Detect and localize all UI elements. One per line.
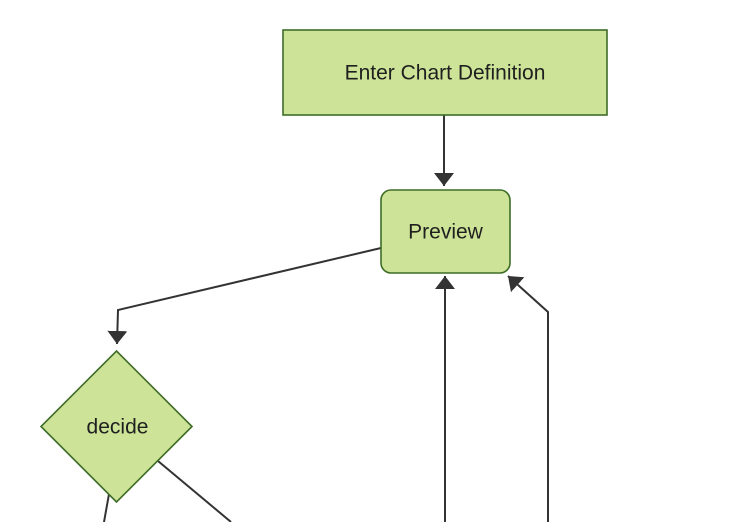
preview-label: Preview <box>408 221 484 244</box>
node-decide: decide <box>39 349 194 504</box>
edge-decide-to-offscreen-left <box>103 493 110 522</box>
node-preview: Preview <box>380 189 511 274</box>
decide-label: decide <box>87 416 149 439</box>
enter-chart-definition-label: Enter Chart Definition <box>345 62 546 85</box>
node-enter-chart-definition: Enter Chart Definition <box>282 29 608 116</box>
edge-decide-to-offscreen-right <box>157 460 232 522</box>
enter-chart-definition-rect <box>282 29 608 116</box>
decide-diamond <box>39 349 194 504</box>
edge-preview-to-decide <box>107 247 382 345</box>
preview-rect <box>380 189 511 274</box>
edge-return-bottom-right-to-preview <box>507 275 549 522</box>
